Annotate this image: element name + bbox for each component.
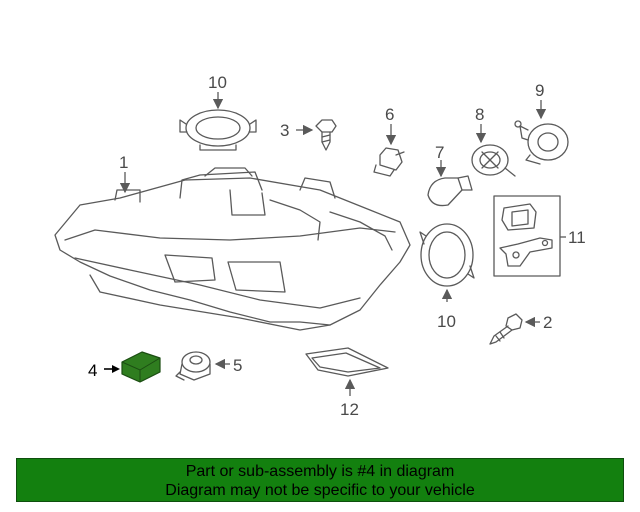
bulb-signal-part[interactable] [427,175,473,207]
headlight-cap-ring-part-bottom[interactable] [419,223,475,287]
highlighted-clip-part[interactable] [121,351,161,383]
callout-5: 5 [233,356,242,375]
level-actuator-part[interactable] [514,120,569,165]
bracket-set-box [493,195,561,277]
screw-part[interactable] [315,119,337,151]
callout-12: 12 [340,400,359,419]
callout-4: 4 [88,361,97,380]
callout-7: 7 [435,143,444,162]
callout-11: 11 [568,228,586,247]
callout-8: 8 [475,105,484,124]
callout-9: 9 [535,81,544,100]
info-banner: Part or sub-assembly is #4 in diagram Di… [16,458,624,502]
banner-line-1: Part or sub-assembly is #4 in diagram [185,463,455,480]
headlight-assembly-part[interactable] [54,167,411,331]
headlight-cap-ring-part-top[interactable] [179,109,257,151]
callout-10-top: 10 [208,73,227,92]
bulb-socket-part[interactable] [471,144,516,177]
callout-1: 1 [119,153,128,172]
banner-line-2: Diagram may not be specific to your vehi… [165,482,475,499]
bolt-part[interactable] [489,313,523,345]
mounting-bracket-part[interactable] [499,203,553,267]
callout-2: 2 [543,313,552,332]
callout-10-bottom: 10 [437,312,456,331]
gasket-panel-part[interactable] [305,347,389,377]
adjuster-part[interactable] [175,351,211,381]
bulb-h7-part[interactable] [373,147,405,177]
callout-6: 6 [385,105,394,124]
callout-3: 3 [280,121,289,140]
